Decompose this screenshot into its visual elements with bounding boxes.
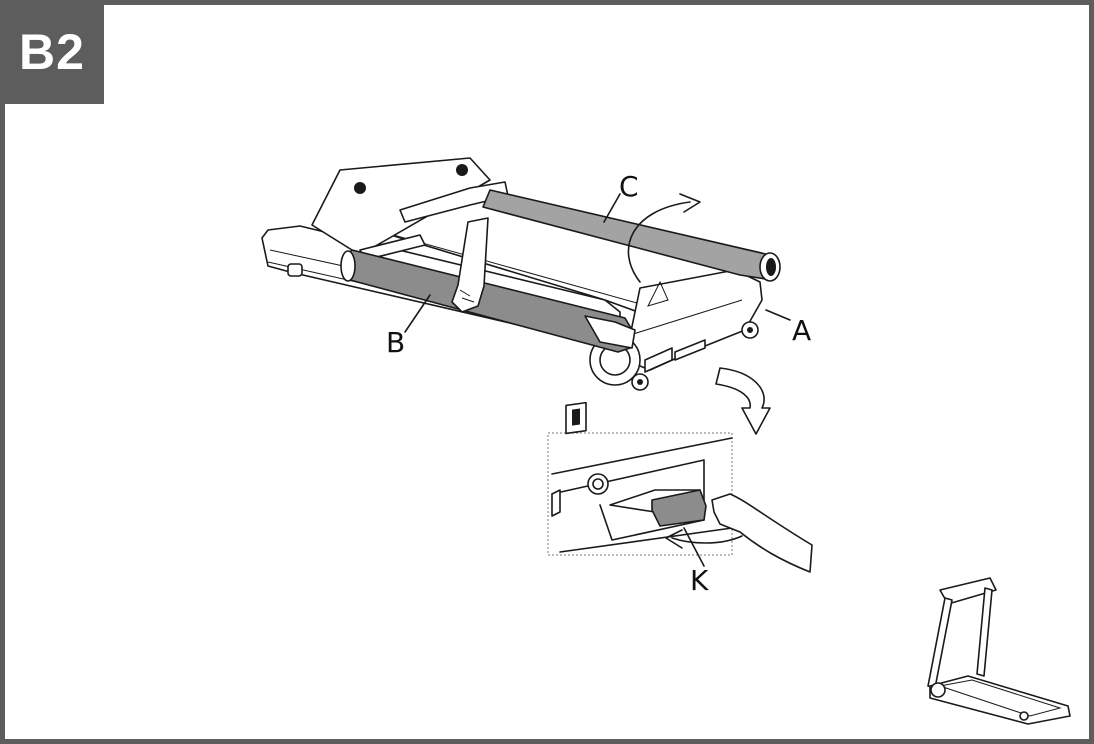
curved-down-arrow-icon <box>715 367 771 435</box>
step-badge: B2 <box>0 0 104 104</box>
deck-foot <box>287 263 303 277</box>
label-k: K <box>690 564 709 597</box>
label-b: B <box>386 326 405 359</box>
inset-hand-icon <box>711 493 813 573</box>
label-a: A <box>792 314 811 347</box>
hand-icon <box>451 217 489 313</box>
upright-b-clamp <box>584 315 636 349</box>
label-c: C <box>619 170 639 203</box>
thumbnail-treadmill <box>927 577 1071 725</box>
treadmill-folded <box>261 157 781 391</box>
detail-inset <box>547 401 813 573</box>
pull-arrow-icon <box>671 535 743 544</box>
rotate-arrow-icon <box>627 201 691 283</box>
